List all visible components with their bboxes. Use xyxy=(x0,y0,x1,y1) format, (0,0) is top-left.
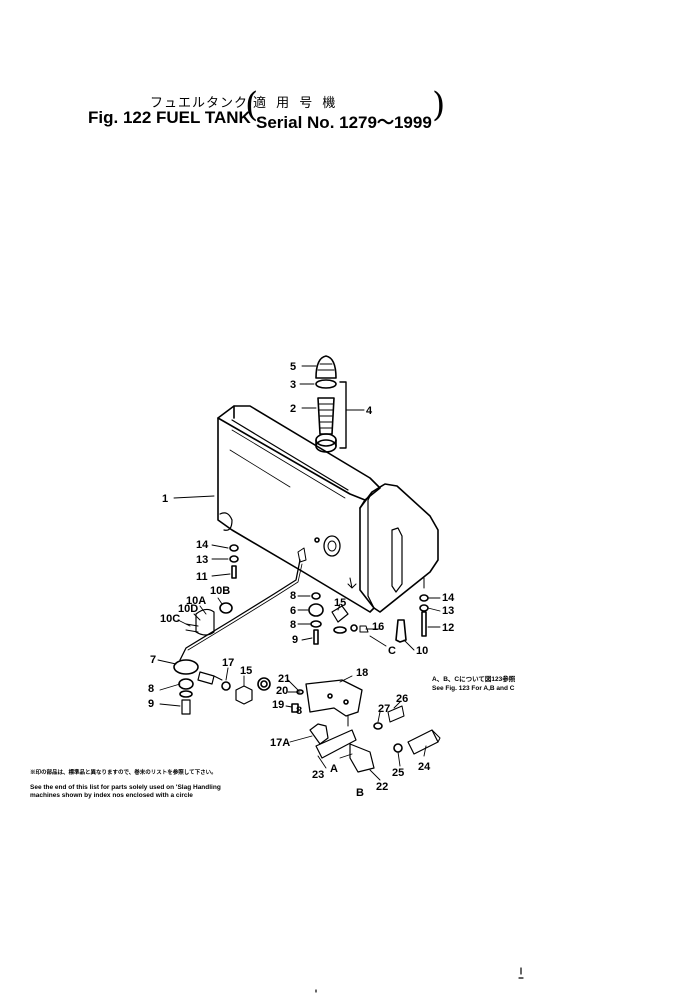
callout-3: 3 xyxy=(290,379,296,391)
callout-11: 11 xyxy=(196,571,208,583)
serial-number: Serial No. 1279～1999 xyxy=(256,113,432,132)
callout-b: B xyxy=(356,787,364,799)
callout-6: 6 xyxy=(290,605,296,617)
figure-title: Fig. 122 FUEL TANK xyxy=(88,108,251,127)
note-left-en-2: machines shown by index nos enclosed wit… xyxy=(30,792,193,799)
fuel-tank-body xyxy=(217,405,439,613)
callout-14-right: 14 xyxy=(442,592,455,604)
callout-15-upper: 15 xyxy=(334,597,346,609)
open-paren: ( xyxy=(245,85,259,125)
callout-10c: 10C xyxy=(160,613,180,625)
callout-1: 1 xyxy=(162,493,168,505)
callout-18: 18 xyxy=(356,667,368,679)
callout-8-center-b: 8 xyxy=(290,619,296,631)
callout-25: 25 xyxy=(392,767,404,779)
callout-21: 21 xyxy=(278,673,290,685)
callout-c: C xyxy=(388,645,396,657)
filler-cap-assembly xyxy=(315,355,365,449)
callout-10: 10 xyxy=(416,645,428,657)
callout-9-left: 9 xyxy=(148,698,154,710)
callout-24: 24 xyxy=(418,761,431,773)
callout-23: 23 xyxy=(312,769,324,781)
callout-20: 20 xyxy=(276,685,288,697)
callout-15-lower: 15 xyxy=(240,665,252,677)
callout-27: 27 xyxy=(378,703,390,715)
callout-8-center-a: 8 xyxy=(290,590,296,602)
callout-22: 22 xyxy=(376,781,388,793)
callout-16: 16 xyxy=(372,621,384,633)
right-fittings xyxy=(395,594,429,643)
valve-assembly xyxy=(221,677,441,773)
note-right-en: See Fig. 123 For A,B and C xyxy=(432,685,515,692)
callout-17: 17 xyxy=(222,657,234,669)
callout-9-center: 9 xyxy=(292,634,298,646)
note-left-jp: ※印の部品は、標準品と異なりますので、巻末のリストを参照して下さい。 xyxy=(30,770,217,776)
callout-labels: 1 2 3 4 5 14 13 11 10B 10A 10D 10C 7 8 9… xyxy=(148,361,455,799)
callout-12: 12 xyxy=(442,622,454,634)
callout-14-left: 14 xyxy=(196,539,209,551)
note-left-en-1: See the end of this list for parts solel… xyxy=(30,784,221,791)
callout-a: A xyxy=(330,763,338,775)
callout-17a: 17A xyxy=(270,737,290,749)
callout-19: 19 xyxy=(272,699,284,711)
page-marks xyxy=(315,967,524,993)
title-japanese: フュエルタンク xyxy=(150,96,249,111)
callout-8-left: 8 xyxy=(148,683,154,695)
callout-5: 5 xyxy=(290,361,296,373)
callout-13-left: 13 xyxy=(196,554,208,566)
callout-13-right: 13 xyxy=(442,605,454,617)
close-paren: ) xyxy=(432,85,446,125)
callout-2: 2 xyxy=(290,403,296,415)
drain-line xyxy=(173,559,303,715)
callout-10b: 10B xyxy=(210,585,230,597)
center-fittings xyxy=(308,592,369,645)
leader-lines xyxy=(157,365,441,781)
callout-10a: 10A xyxy=(186,595,206,607)
callout-8-lower: 8 xyxy=(296,705,302,717)
note-right-jp: A、B、Cについて図123参照 xyxy=(432,676,516,683)
left-fittings xyxy=(185,544,239,636)
callout-4: 4 xyxy=(366,405,373,417)
callout-26: 26 xyxy=(396,693,408,705)
callout-7: 7 xyxy=(150,654,156,666)
serial-japanese: 適 用 号 機 xyxy=(253,96,339,111)
callout-10d: 10D xyxy=(178,603,198,615)
